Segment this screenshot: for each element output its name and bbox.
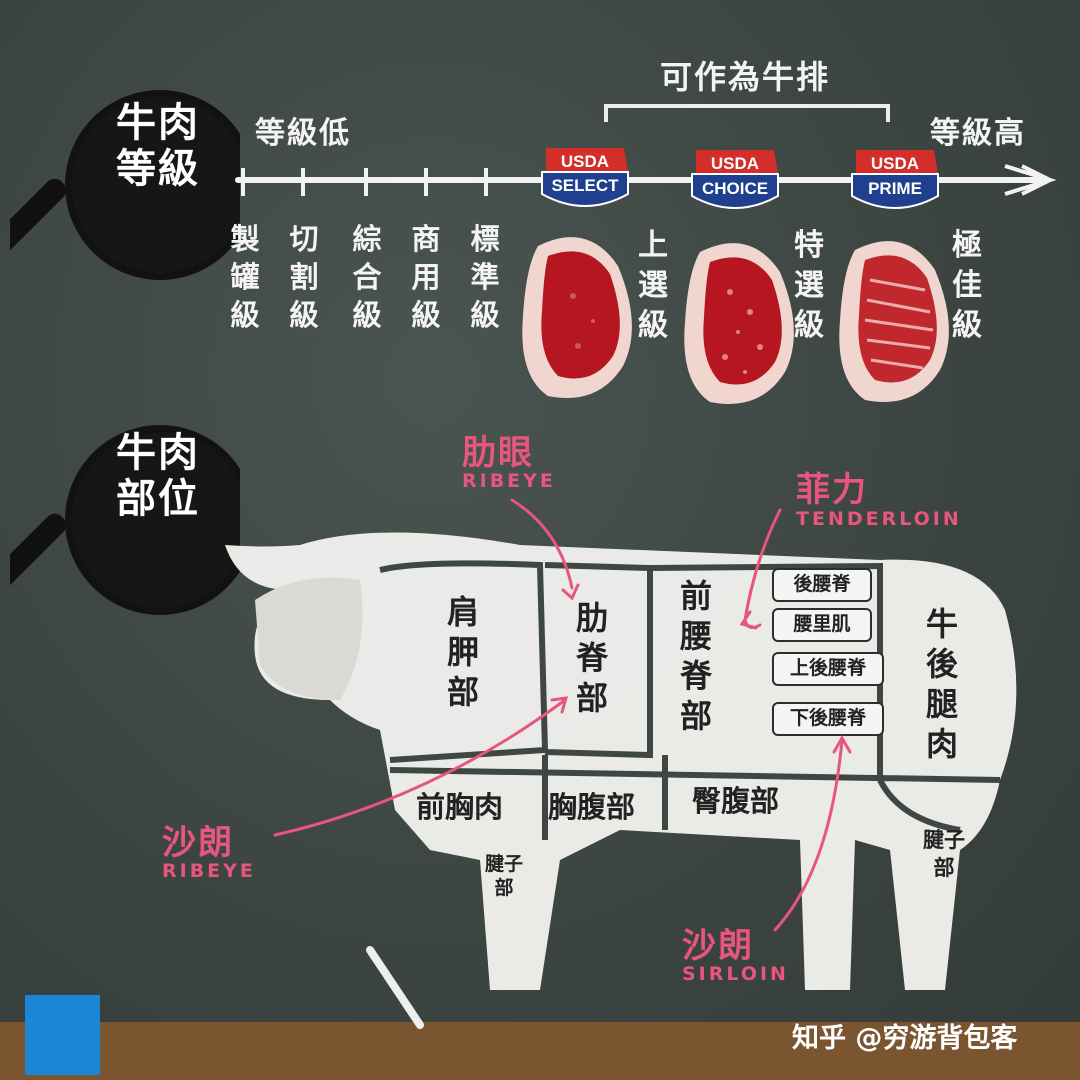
- chalk-stick: [366, 946, 424, 1029]
- cut-plate: 胸腹部: [548, 790, 636, 824]
- usda-select-top: USDA: [561, 152, 609, 171]
- arrow-ribeye-left: [273, 698, 567, 837]
- usda-choice-name: CHOICE: [702, 179, 768, 198]
- steak-prime-image: [839, 241, 949, 402]
- steak-select-image: [522, 237, 632, 398]
- usda-choice-top: USDA: [711, 154, 759, 173]
- usda-prime-shield: USDA PRIME: [851, 150, 939, 209]
- low-grade-label-3: 商用級: [411, 222, 441, 332]
- usda-prime-name: PRIME: [868, 179, 922, 198]
- cut-rib: 肋脊部: [575, 599, 608, 717]
- floor-strip: [0, 1022, 1080, 1080]
- usda-prime-top: USDA: [871, 154, 919, 173]
- cut-shank-front: 腱子部: [484, 853, 523, 899]
- callout-ribeye-top-zh: 肋眼: [462, 433, 534, 473]
- steak-bracket-label: 可作為牛排: [660, 58, 831, 96]
- blue-corner-block: [25, 995, 100, 1075]
- section-title-grade: 牛肉 等級: [116, 100, 200, 192]
- scale-low-label: 等級低: [255, 116, 351, 151]
- cut-top-sirloin: 上後腰脊: [772, 652, 884, 686]
- cut-brisket: 前胸肉: [416, 790, 504, 824]
- frying-pan-icon-parts: [10, 425, 240, 615]
- usda-choice-shield: USDA CHOICE: [691, 150, 779, 209]
- arrow-sirloin: [773, 738, 844, 932]
- watermark: 知乎 @穷游背包客: [792, 1023, 1018, 1054]
- callout-ribeye-left-en: RIBEYE: [162, 860, 256, 882]
- arrow-ribeye-top: [510, 498, 574, 590]
- cut-bottom-sirloin: 下後腰脊: [772, 702, 884, 736]
- cow-head: [255, 577, 363, 700]
- cut-tenderloin-box: 腰里肌: [772, 608, 872, 642]
- arrow-tenderloin: [743, 508, 782, 630]
- scale-arrow-head: [1004, 164, 1057, 196]
- usda-grade-zh-select: 上選級: [638, 228, 668, 343]
- cut-loin: 前腰脊部: [679, 577, 712, 735]
- cow-silhouette: [225, 532, 1017, 990]
- low-grade-label-2: 綜合級: [352, 222, 382, 332]
- callout-tenderloin-zh: 菲力: [796, 470, 868, 510]
- usda-grade-zh-choice: 特選級: [794, 228, 824, 343]
- usda-grade-zh-prime: 極佳級: [952, 228, 982, 343]
- low-grade-label-1: 切割級: [289, 222, 319, 332]
- section-title-parts: 牛肉 部位: [116, 430, 200, 522]
- callout-ribeye-top-en: RIBEYE: [462, 470, 556, 492]
- callout-sirloin-en: SIRLOIN: [682, 963, 789, 985]
- cut-flank: 臀腹部: [692, 784, 780, 818]
- cut-division-lines: [379, 560, 1001, 840]
- scale-high-label: 等級高: [930, 116, 1026, 151]
- steak-choice-image: [684, 243, 794, 404]
- cut-chuck: 肩胛部: [446, 593, 479, 711]
- frying-pan-icon-grade: [10, 90, 240, 280]
- callout-tenderloin-en: TENDERLOIN: [796, 508, 962, 530]
- usda-select-shield: USDA SELECT: [541, 148, 629, 207]
- cut-short-loin: 後腰脊: [772, 568, 872, 602]
- usda-select-name: SELECT: [551, 176, 619, 195]
- steak-bracket: [604, 104, 890, 122]
- scale-ticks: [241, 168, 488, 196]
- low-grade-label-4: 標準級: [470, 222, 500, 332]
- callout-sirloin-zh: 沙朗: [682, 926, 754, 966]
- low-grade-label-0: 製罐級: [230, 222, 260, 332]
- cut-round: 牛後腿肉: [925, 605, 958, 763]
- callout-ribeye-left-zh: 沙朗: [162, 823, 234, 863]
- cut-shank-rear: 腱子部: [923, 828, 965, 880]
